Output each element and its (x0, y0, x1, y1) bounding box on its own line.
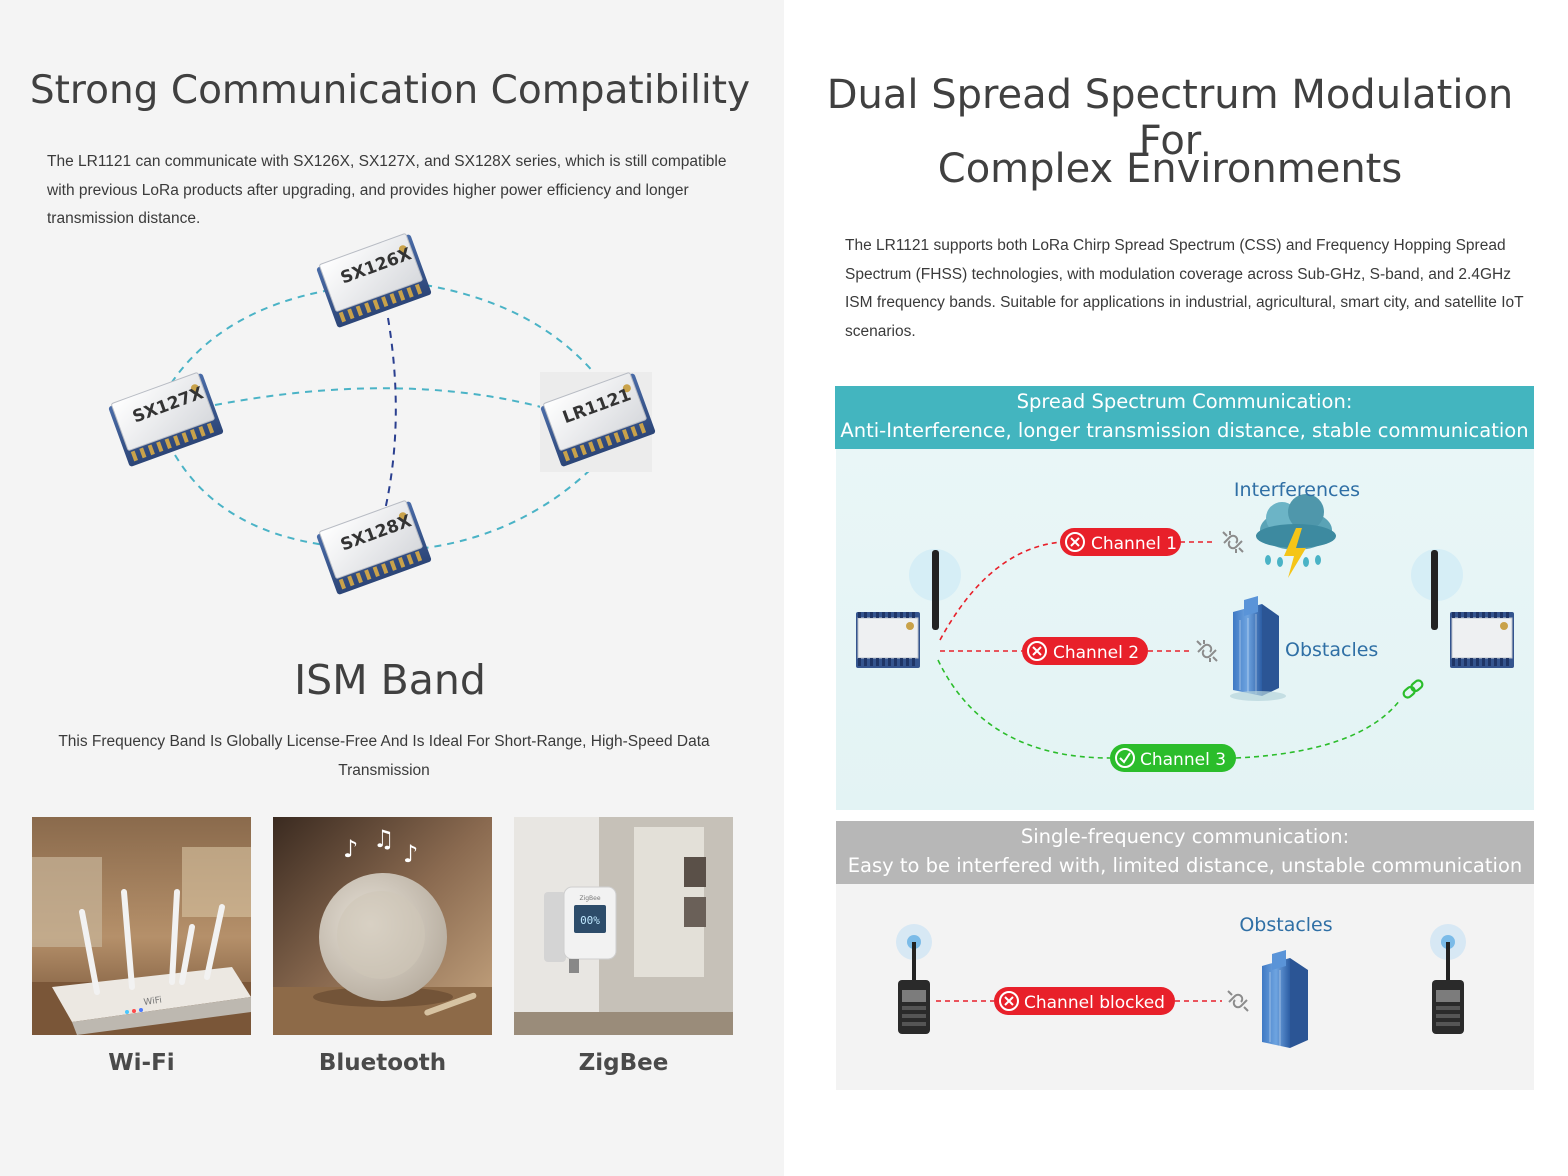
chip-sx126x: SX126X (314, 231, 433, 329)
single-banner-line2: Easy to be interfered with, limited dist… (847, 853, 1523, 877)
compat-links-outer (169, 284, 601, 549)
single-obstacle-building-icon (1262, 950, 1308, 1048)
wifi-router-brand: WiFi (143, 996, 162, 1008)
dual-title-line2: Complex Environments (937, 146, 1403, 192)
channel-blocked-pill: Channel blocked (994, 987, 1175, 1015)
chip-sx127x: SX127X (106, 370, 225, 468)
right-lora-module (1411, 549, 1515, 669)
spread-banner-line1: Spread Spectrum Communication: (1016, 390, 1353, 413)
dual-paragraph: The LR1121 supports both LoRa Chirp Spre… (845, 237, 1524, 340)
obstacle-building-icon (1230, 596, 1286, 701)
zigbee-device-brand: ZigBee (579, 895, 600, 902)
compat-network-diagram: SX126X SX127X LR1121 SX128X (106, 231, 657, 596)
channel-3-path (937, 659, 1111, 759)
compat-paragraph: The LR1121 can communicate with SX126X, … (47, 153, 727, 227)
wifi-router-leds (125, 1008, 143, 1014)
compat-title: Strong Communication Compatibility (29, 68, 751, 113)
spread-banner: Spread Spectrum Communication: Anti-Inte… (835, 386, 1534, 449)
music-notes-icon: ♪ ♫ ♪ (343, 825, 418, 868)
bluetooth-photo: ♪ ♫ ♪ (273, 817, 492, 1035)
spread-banner-line2: Anti-Interference, longer transmission d… (840, 418, 1529, 442)
svg-text:♫: ♫ (373, 825, 395, 853)
spread-obstacles-label: Obstacles (1285, 639, 1378, 661)
wifi-photo: WiFi (32, 817, 251, 1035)
channel-3-label: Channel 3 (1140, 750, 1226, 770)
zigbee-photo: 00% ZigBee (514, 817, 733, 1035)
dual-title-line1: Dual Spread Spectrum Modulation For (826, 72, 1514, 164)
ism-title: ISM Band (294, 656, 486, 704)
chip-sx128x: SX128X (314, 498, 433, 596)
storm-cloud-icon (1256, 494, 1336, 578)
ism-paragraph: This Frequency Band Is Globally License-… (58, 733, 710, 779)
single-banner: Single-frequency communication: Easy to … (836, 821, 1534, 884)
left-lora-module (855, 549, 961, 669)
bluetooth-label: Bluetooth (318, 1050, 447, 1076)
single-broken-link-icon (1227, 990, 1249, 1012)
wifi-label: Wi-Fi (108, 1050, 175, 1076)
left-panel: Strong Communication Compatibility The L… (0, 0, 784, 1176)
channel-3-link-icon (1402, 679, 1424, 699)
svg-text:♪: ♪ (403, 840, 418, 868)
single-diagram: Obstacles Channel blocked (836, 884, 1534, 1090)
channel-1-label: Channel 1 (1091, 534, 1177, 554)
single-banner-line1: Single-frequency communication: (1020, 825, 1350, 848)
channel-1-pill: Channel 1 (1060, 528, 1181, 556)
channel-1-path (939, 541, 1063, 641)
channel-blocked-label: Channel blocked (1024, 993, 1165, 1013)
zigbee-label: ZigBee (578, 1050, 669, 1076)
channel-2-label: Channel 2 (1053, 643, 1139, 663)
zigbee-device-readout: 00% (580, 914, 600, 927)
spread-diagram: Interferences Obstacles Channel 1 Channe… (836, 449, 1534, 810)
single-obstacles-label: Obstacles (1239, 914, 1332, 936)
compat-link-vertical (384, 317, 397, 511)
channel-3-pill: Channel 3 (1110, 744, 1236, 772)
interferences-label: Interferences (1234, 479, 1360, 501)
channel-2-pill: Channel 2 (1022, 637, 1148, 665)
svg-text:♪: ♪ (343, 835, 358, 863)
